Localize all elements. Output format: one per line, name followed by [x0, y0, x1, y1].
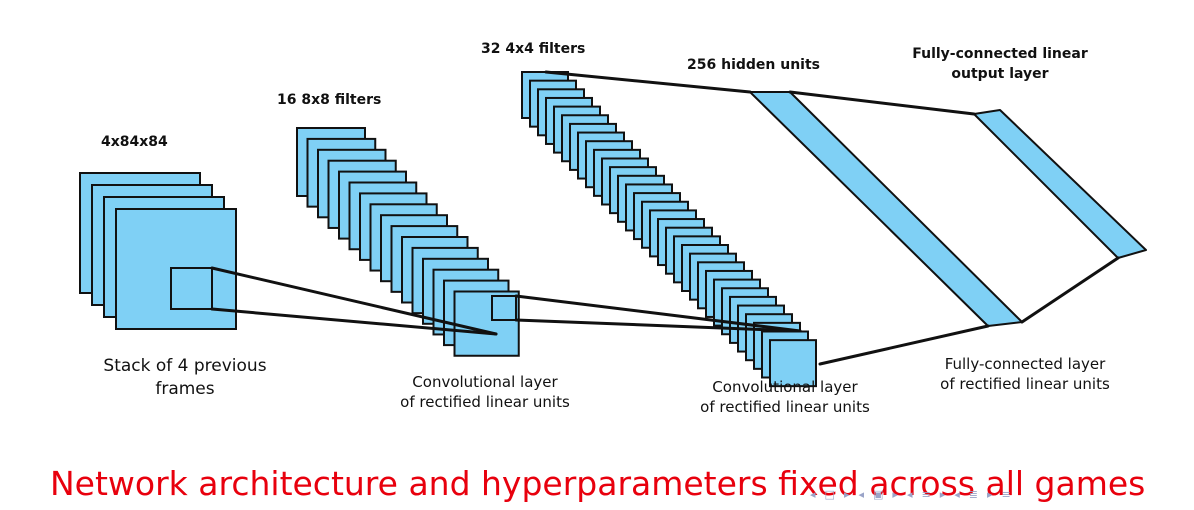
triangle-right-icon[interactable]: ▸ [843, 487, 850, 501]
conv2-feature-maps [521, 71, 817, 388]
align-icon[interactable]: ≡ [1001, 487, 1011, 501]
connection-line [210, 266, 498, 336]
slide-navigation[interactable]: ◂ □ ▸ ◂ ▣ ▸ ◂ ≡ ▸ ◂ ≣ ▸ ≡ [810, 486, 1180, 502]
triangle-left-icon[interactable]: ◂ [858, 487, 864, 501]
hidden-layer-bar [749, 91, 1023, 327]
connection-line [544, 70, 752, 94]
conv2-label-line1: Convolutional layer [712, 378, 858, 396]
output-layer-bar [973, 109, 1147, 259]
conv2-feature-map [769, 339, 817, 388]
connection-line [1020, 256, 1120, 324]
fc-label-line1: Fully-connected layer [944, 355, 1106, 373]
triangle-right-icon[interactable]: ▸ [939, 487, 946, 501]
conv1-feature-maps [296, 127, 520, 357]
connection-line [818, 324, 990, 366]
connection-lines [170, 70, 1120, 366]
triangle-left-icon[interactable]: ◂ [954, 487, 960, 501]
output-layer-label-line2: output layer [951, 66, 1049, 82]
conv1-label: Convolutional layer of rectified linear … [365, 372, 605, 412]
connection-line [210, 307, 498, 336]
fc-label-line2: of rectified linear units [940, 375, 1110, 393]
stack-label: Stack of 4 previous frames [70, 355, 300, 401]
section-icon[interactable]: ≣ [968, 487, 978, 501]
triangle-right-icon[interactable]: ▸ [892, 487, 898, 501]
conv1-feature-map [453, 290, 520, 357]
fully-connected-layers [749, 91, 1147, 327]
hidden-units-label: 256 hidden units [687, 57, 820, 73]
stack-label-line2: frames [155, 379, 215, 399]
input-dims-label: 4x84x84 [101, 134, 168, 150]
receptive-field-box [170, 267, 213, 310]
conv1-label-line1: Convolutional layer [412, 373, 558, 391]
receptive-field-box [491, 295, 517, 321]
square-icon[interactable]: □ [824, 487, 835, 501]
conv1-filters-label: 16 8x8 filters [277, 92, 382, 108]
triangle-right-icon[interactable]: ▸ [986, 487, 993, 501]
input-frame-stack [79, 172, 237, 330]
slide-caption: Network architecture and hyperparameters… [50, 464, 1146, 503]
output-layer-label: Fully-connected linear output layer [895, 44, 1105, 84]
triangle-left-icon[interactable]: ◂ [906, 487, 913, 501]
conv2-label: Convolutional layer of rectified linear … [665, 377, 905, 417]
connection-line [514, 294, 802, 333]
frame-icon[interactable]: ▣ [873, 487, 884, 501]
triangle-left-icon[interactable]: ◂ [810, 487, 816, 501]
conv2-label-line2: of rectified linear units [700, 398, 870, 416]
conv1-label-line2: of rectified linear units [400, 393, 570, 411]
connection-line [514, 318, 802, 333]
list-icon[interactable]: ≡ [921, 487, 931, 501]
conv2-filters-label: 32 4x4 filters [481, 41, 586, 57]
stack-label-line1: Stack of 4 previous [103, 356, 267, 376]
connection-line [788, 90, 976, 116]
output-layer-label-line1: Fully-connected linear [912, 46, 1088, 62]
fc-label: Fully-connected layer of rectified linea… [905, 354, 1145, 394]
